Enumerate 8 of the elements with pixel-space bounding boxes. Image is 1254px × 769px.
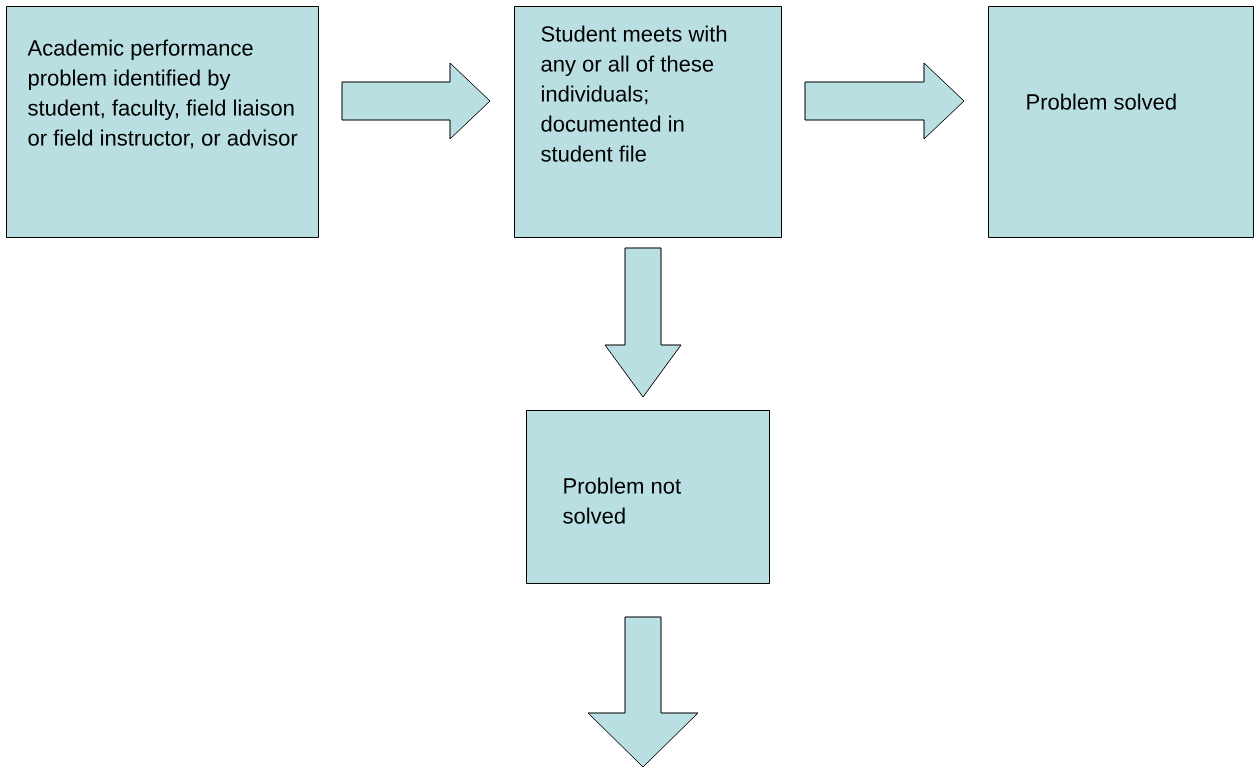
block-arrow — [804, 62, 965, 140]
block-arrow — [587, 616, 699, 768]
process-box: Academic performance problem identified by student, faculty, field liaison or field instructor, or advisor — [6, 6, 319, 238]
block-arrow — [604, 247, 682, 398]
process-box: Problem not solved — [526, 410, 770, 584]
process-box: Student meets with any or all of these individuals; documented in student file — [514, 6, 782, 238]
block-arrow — [341, 62, 491, 140]
process-box: Problem solved — [988, 6, 1254, 238]
